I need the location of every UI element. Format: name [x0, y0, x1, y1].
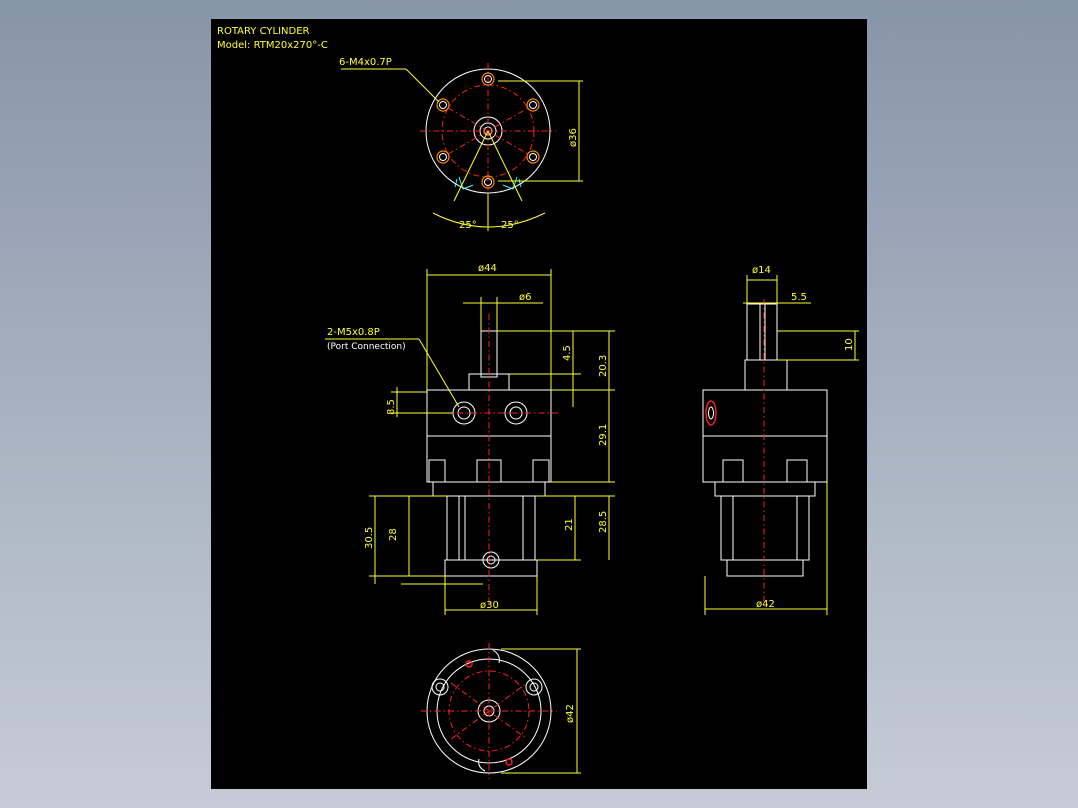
cad-drawing: ROTARY CYLINDER Model: RTM20x270°-C 6-M4… — [217, 26, 859, 779]
h-28-label: 28 — [388, 528, 399, 541]
side-view: ø14 5.5 10 ø42 — [702, 265, 859, 615]
top-view: 6-M4x0.7P ø36 25° 25° — [339, 57, 583, 231]
h-20-3-label: 20.3 — [598, 355, 609, 377]
port-note-label: (Port Connection) — [327, 342, 406, 352]
front-width-label: ø44 — [478, 263, 497, 274]
h-4-5-label: 4.5 — [562, 345, 573, 361]
bottom-dia-label: ø42 — [565, 704, 576, 723]
h-8-5-label: 8.5 — [386, 399, 397, 415]
drawing-title: ROTARY CYLINDER — [217, 26, 310, 37]
side-key-label: 5.5 — [791, 292, 807, 303]
h-28-5-label: 28.5 — [598, 511, 609, 533]
side-shaft-dia-label: ø14 — [752, 265, 771, 276]
mounting-holes-bottom — [431, 660, 543, 766]
base-dia-label: ø30 — [480, 600, 499, 611]
side-key-len-label: 10 — [844, 338, 855, 351]
h-29-1-label: 29.1 — [598, 424, 609, 446]
bottom-view: ø42 — [421, 643, 581, 779]
drawing-sheet: ROTARY CYLINDER Model: RTM20x270°-C 6-M4… — [211, 19, 867, 789]
top-holes-label: 6-M4x0.7P — [339, 57, 392, 68]
mounting-holes-top — [436, 72, 540, 189]
angle-left-label: 25° — [459, 220, 477, 231]
side-width-label: ø42 — [756, 599, 775, 610]
port-spec-label: 2-M5x0.8P — [327, 327, 380, 338]
front-view: ø44 ø6 2-M5x0.8P (Port Connection) 4.5 2… — [325, 263, 615, 615]
h-30-5-label: 30.5 — [364, 527, 375, 549]
drawing-model: Model: RTM20x270°-C — [217, 40, 328, 51]
shaft-dia-label: ø6 — [519, 292, 531, 303]
h-21-label: 21 — [564, 518, 575, 531]
angle-right-label: 25° — [501, 220, 519, 231]
top-dia-label: ø36 — [568, 128, 579, 147]
